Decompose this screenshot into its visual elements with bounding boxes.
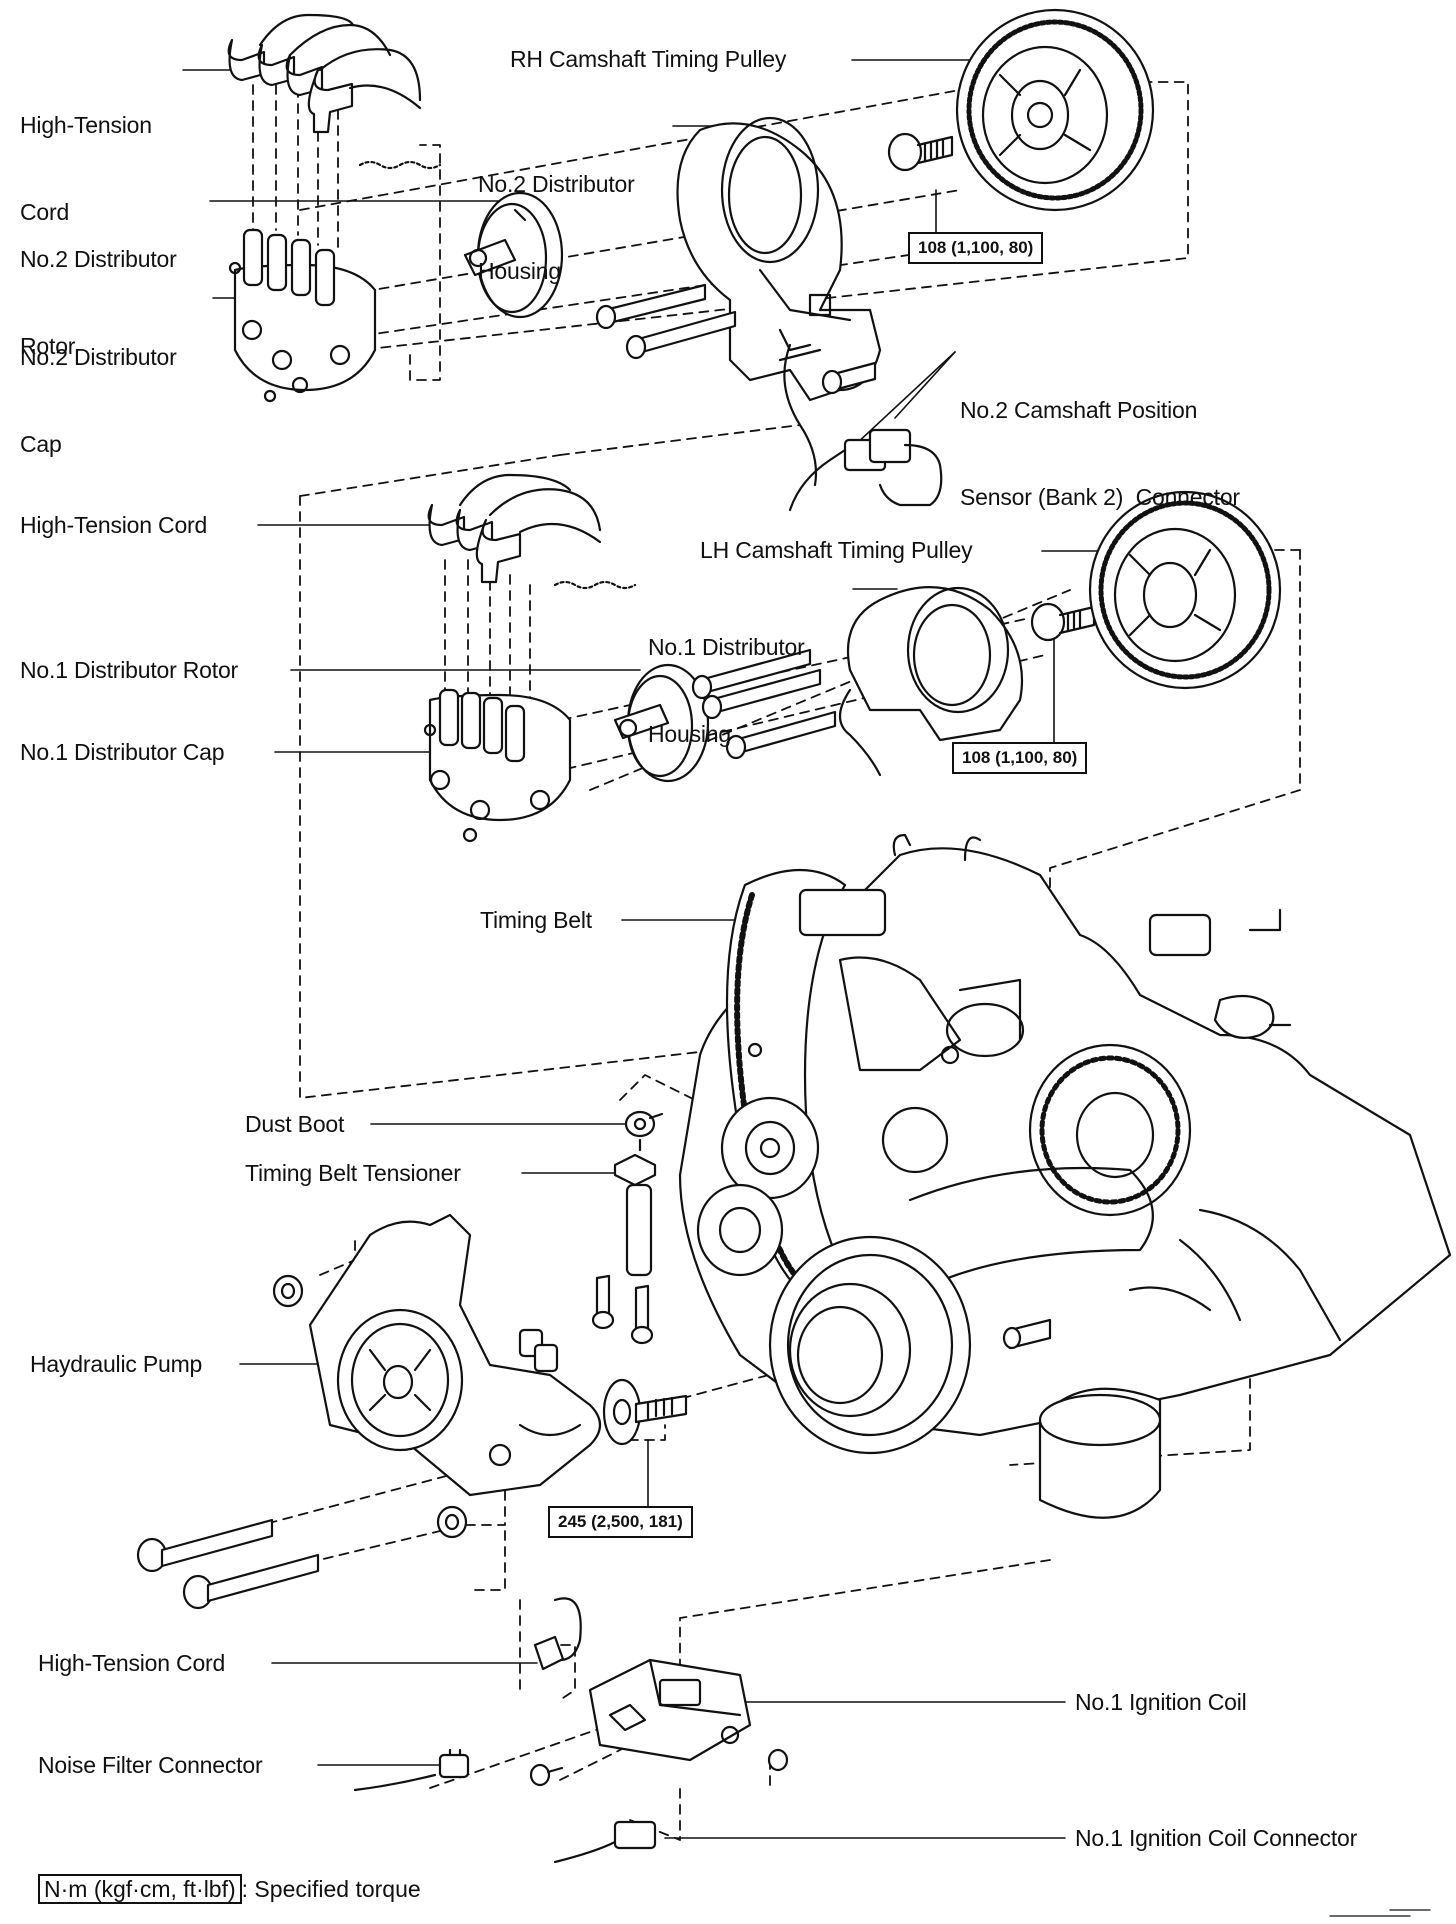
label-no1-ignition-coil: No.1 Ignition Coil <box>1075 1689 1247 1715</box>
no2-housing-bolts <box>595 283 877 395</box>
label-line: Housing <box>478 258 561 284</box>
crank-washer-bolt <box>602 1378 688 1446</box>
torque-rh-pulley-bolt: 108 (1,100, 80) <box>908 232 1044 264</box>
no1-ignition-coil <box>588 1658 752 1762</box>
corner-mark <box>1329 1909 1431 1917</box>
engine-front-assembly <box>678 833 1452 1519</box>
label-lh-camshaft-timing-pulley: LH Camshaft Timing Pulley <box>700 537 973 563</box>
label-no2-camshaft-position-sensor-connector: No.2 Camshaft Position Sensor (Bank 2) C… <box>960 338 1240 570</box>
label-line: Sensor (Bank 2) Connector <box>960 484 1240 510</box>
no2-distributor-cap <box>228 228 377 403</box>
label-rh-high-tension-cord: High-Tension Cord <box>20 53 152 285</box>
lh-high-tension-cords <box>427 473 637 590</box>
torque-legend: N·m (kgf·cm, ft·lbf): Specified torque <box>38 1874 421 1904</box>
torque-unit-box: N·m (kgf·cm, ft·lbf) <box>38 1874 242 1904</box>
lh-pulley-bolt <box>1030 602 1096 642</box>
no2-distributor-rotor <box>463 191 564 319</box>
rh-camshaft-pulley <box>955 8 1155 212</box>
label-line: Rotor <box>20 333 76 359</box>
label-timing-belt: Timing Belt <box>480 907 592 933</box>
label-line: High-Tension <box>20 112 152 138</box>
no1-distributor-rotor <box>613 663 710 783</box>
torque-legend-text: : Specified torque <box>241 1876 421 1902</box>
label-line: Cap <box>20 431 62 457</box>
label-coil-high-tension-cord: High-Tension Cord <box>38 1650 226 1676</box>
no2-cam-sensor-connector <box>778 343 943 512</box>
label-dust-boot: Dust Boot <box>245 1111 345 1137</box>
label-line: No.2 Distributor <box>478 171 635 197</box>
label-timing-belt-tensioner: Timing Belt Tensioner <box>245 1160 461 1186</box>
label-no2-distributor-housing: No.2 Distributor Housing <box>478 112 635 344</box>
no2-distributor-housing <box>676 116 882 402</box>
label-hydraulic-pump: Haydraulic Pump <box>30 1351 203 1377</box>
timing-belt-tensioner <box>591 1138 657 1345</box>
no1-distributor-housing <box>846 586 1024 742</box>
label-line: No.2 Distributor <box>20 344 177 370</box>
dust-boot <box>624 1110 664 1138</box>
rh-pulley-bolt <box>887 132 954 172</box>
label-no2-distributor-rotor: No.2 Distributor Rotor <box>20 187 177 419</box>
label-line: No.2 Distributor <box>20 246 177 272</box>
coil-high-tension-cord <box>533 1597 582 1671</box>
noise-filter-connector <box>353 1748 789 1792</box>
torque-lh-pulley-bolt: 108 (1,100, 80) <box>952 742 1088 774</box>
label-no2-distributor-cap: No.2 Distributor Cap <box>20 285 177 517</box>
label-line: Cord <box>20 199 70 225</box>
rh-high-tension-cords <box>227 13 442 170</box>
label-rh-camshaft-timing-pulley: RH Camshaft Timing Pulley <box>510 46 787 72</box>
label-line: No.2 Camshaft Position <box>960 397 1198 423</box>
no1-distributor-cap <box>423 688 572 843</box>
no1-housing-bolts <box>691 648 882 777</box>
label-lh-high-tension-cord: High-Tension Cord <box>20 512 208 538</box>
no1-ignition-coil-connector <box>553 1820 657 1864</box>
label-no1-distributor-housing: No.1 Distributor Housing <box>648 575 805 807</box>
label-line: No.1 Distributor <box>648 634 805 660</box>
label-no1-distributor-rotor: No.1 Distributor Rotor <box>20 657 239 683</box>
label-no1-distributor-cap: No.1 Distributor Cap <box>20 739 225 765</box>
label-no1-ignition-coil-connector: No.1 Ignition Coil Connector <box>1075 1825 1358 1851</box>
torque-crank-pulley-bolt: 245 (2,500, 181) <box>548 1506 693 1538</box>
label-line: Housing <box>648 721 731 747</box>
lh-camshaft-pulley <box>1088 490 1282 690</box>
leader-lines <box>182 59 1109 1839</box>
hydraulic-pump <box>136 1213 602 1610</box>
assembly-dashed-lines <box>174 81 1301 1841</box>
label-noise-filter-connector: Noise Filter Connector <box>38 1752 263 1778</box>
